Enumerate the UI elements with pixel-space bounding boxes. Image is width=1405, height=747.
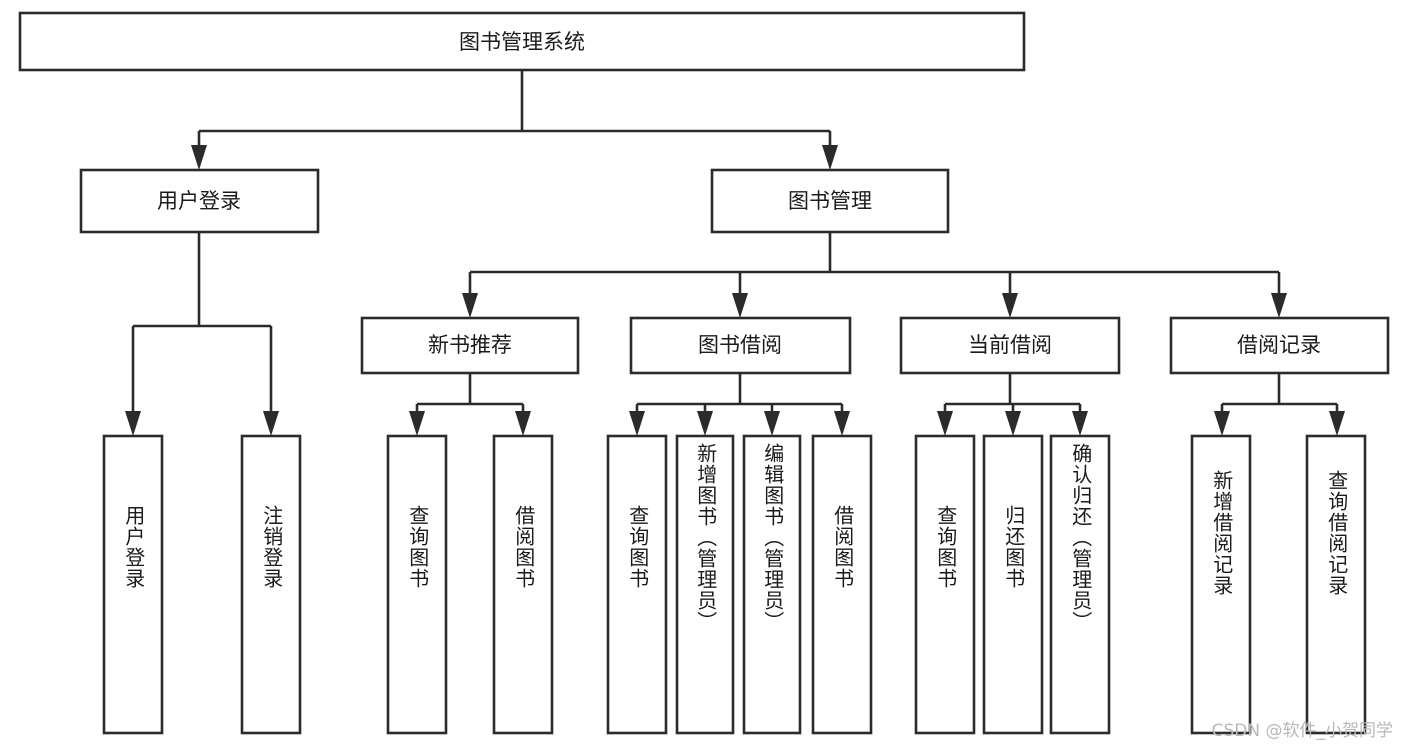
connector-group-new-book-to-leaves: [409, 373, 531, 436]
connector-group-current-borrow-to-leaves: [937, 373, 1088, 436]
node-box-current-borrow[interactable]: [899, 316, 1121, 375]
node-box-leaf-borrow-book-1[interactable]: [492, 434, 554, 735]
connector-group-borrow-record-to-leaves: [1214, 373, 1345, 436]
node-user-login[interactable]: 用户登录: [79, 168, 320, 234]
node-box-leaf-user-login[interactable]: [102, 434, 164, 735]
arrow-head-leaf-add-book: [697, 411, 713, 436]
arrow-head-current-borrow: [1002, 293, 1018, 318]
node-box-leaf-return-book[interactable]: [982, 434, 1044, 735]
node-box-leaf-query-record[interactable]: [1305, 434, 1367, 735]
node-box-leaf-add-book[interactable]: [675, 434, 735, 735]
arrow-head-leaf-user-login: [125, 411, 141, 436]
node-book-borrow[interactable]: 图书借阅: [629, 316, 852, 375]
node-label-book-borrow: 图书借阅: [698, 333, 782, 357]
arrow-head-leaf-confirm-return: [1072, 411, 1088, 436]
arrow-head-leaf-edit-book: [764, 411, 780, 436]
node-box-user-login[interactable]: [79, 168, 320, 234]
node-box-leaf-add-record[interactable]: [1190, 434, 1252, 735]
arrow-head-new-book-recommend: [462, 293, 478, 318]
node-book-management[interactable]: 图书管理: [710, 168, 950, 234]
arrow-head-book-borrow: [732, 293, 748, 318]
node-label-root: 图书管理系统: [459, 30, 585, 54]
node-box-leaf-logout[interactable]: [240, 434, 302, 735]
arrow-head-leaf-add-record: [1214, 411, 1230, 436]
node-box-root[interactable]: [18, 11, 1026, 72]
arrow-head-user-login: [191, 145, 207, 170]
node-root-book-management-system[interactable]: 图书管理系统: [18, 11, 1026, 72]
node-box-leaf-borrow-book-2[interactable]: [811, 434, 873, 735]
connector-group-root-to-level2: [191, 70, 838, 170]
arrow-head-leaf-query-book-3: [937, 411, 953, 436]
node-box-book-management[interactable]: [710, 168, 950, 234]
node-label-user-login: 用户登录: [157, 189, 241, 213]
arrow-head-leaf-borrow-book-2: [834, 411, 850, 436]
arrow-head-leaf-borrow-book-1: [515, 411, 531, 436]
node-new-book-recommend[interactable]: 新书推荐: [360, 316, 580, 375]
arrow-head-leaf-query-book-2: [629, 411, 645, 436]
node-label-book-management: 图书管理: [788, 189, 872, 213]
node-current-borrow[interactable]: 当前借阅: [899, 316, 1121, 375]
arrow-head-leaf-query-book-1: [409, 411, 425, 436]
node-box-new-book-recommend[interactable]: [360, 316, 580, 375]
node-box-book-borrow[interactable]: [629, 316, 852, 375]
node-box-leaf-query-book-3[interactable]: [914, 434, 976, 735]
node-box-leaf-query-book-1[interactable]: [386, 434, 448, 735]
arrow-head-book-mgmt: [822, 145, 838, 170]
node-box-leaf-query-book-2[interactable]: [606, 434, 668, 735]
node-label-new-book-recommend: 新书推荐: [428, 333, 512, 357]
node-box-leaf-confirm-return[interactable]: [1049, 434, 1111, 735]
arrow-head-leaf-return-book: [1005, 411, 1021, 436]
arrow-head-leaf-logout: [263, 411, 279, 436]
node-box-borrow-record[interactable]: [1169, 316, 1390, 375]
node-box-leaf-edit-book[interactable]: [742, 434, 802, 735]
arrow-head-leaf-query-record: [1329, 411, 1345, 436]
node-label-borrow-record: 借阅记录: [1237, 333, 1321, 357]
connector-group-book-borrow-to-leaves: [629, 373, 850, 436]
arrow-head-borrow-record: [1271, 293, 1287, 318]
connector-group-book-mgmt-to-level3: [462, 232, 1287, 318]
connector-group-user-login-to-leaves: [125, 232, 279, 436]
node-borrow-record[interactable]: 借阅记录: [1169, 316, 1390, 375]
node-label-current-borrow: 当前借阅: [968, 333, 1052, 357]
